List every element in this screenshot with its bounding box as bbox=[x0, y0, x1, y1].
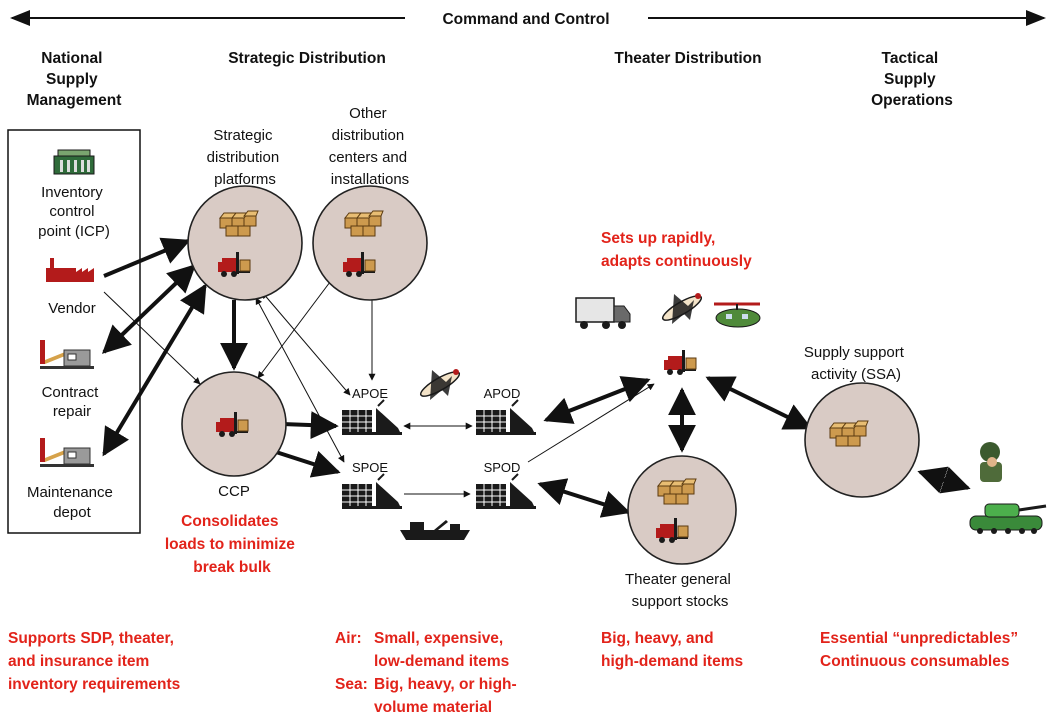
theater-stocks-label: Theater general support stocks bbox=[625, 571, 735, 610]
maintenance-depot-label: Maintenance depot bbox=[27, 484, 117, 521]
col-theater-header: Theater Distribution bbox=[614, 50, 761, 67]
command-and-control-title: Command and Control bbox=[442, 11, 609, 28]
ship-icon bbox=[400, 520, 470, 540]
spoe-label: SPOE bbox=[352, 460, 388, 475]
port-icon bbox=[475, 473, 537, 510]
footer-theater: Big, heavy, and high-demand items bbox=[601, 630, 743, 670]
ccp-label: CCP bbox=[218, 483, 250, 500]
col-tactical-header: Tactical Supply Operations bbox=[871, 50, 953, 109]
ssa-circle bbox=[804, 382, 920, 498]
port-icon bbox=[341, 473, 403, 510]
footer-national: Supports SDP, theater, and insurance ite… bbox=[8, 630, 180, 693]
airplane-icon bbox=[659, 291, 705, 325]
footer-sea-label: Sea: bbox=[335, 676, 368, 693]
airplane-icon bbox=[417, 367, 463, 401]
other-centers-circle bbox=[312, 185, 428, 301]
footer-tactical: Essential “unpredictables” Continuous co… bbox=[820, 630, 1022, 670]
truck-icon bbox=[575, 297, 631, 330]
port-icon bbox=[341, 399, 403, 436]
theater-note: Sets up rapidly, adapts continuously bbox=[601, 230, 752, 270]
col-national-header: National Supply Management bbox=[27, 50, 122, 109]
connection-lines bbox=[101, 237, 971, 518]
footer-air-text: Small, expensive, low-demand items bbox=[374, 630, 509, 670]
other-centers-label: Other distribution centers and installat… bbox=[329, 105, 412, 188]
apoe-label: APOE bbox=[352, 386, 388, 401]
col-strategic-header: Strategic Distribution bbox=[228, 50, 386, 67]
contract-repair-label: Contract repair bbox=[42, 384, 103, 420]
tank-icon bbox=[969, 503, 1047, 534]
forklift-icon bbox=[663, 349, 697, 376]
ccp-note: Consolidates loads to minimize break bul… bbox=[165, 513, 299, 576]
apod-label: APOD bbox=[484, 386, 521, 401]
theater-stocks-circle bbox=[627, 455, 737, 565]
building-icon bbox=[53, 149, 95, 175]
vendor-label: Vendor bbox=[48, 300, 96, 317]
helicopter-icon bbox=[712, 302, 762, 329]
soldier-icon bbox=[980, 442, 1002, 482]
sdp-label: Strategic distribution platforms bbox=[207, 127, 284, 188]
ssa-label: Supply support activity (SSA) bbox=[804, 344, 908, 383]
icp-label: Inventory control point (ICP) bbox=[38, 184, 110, 240]
footer-air-label: Air: bbox=[335, 630, 362, 647]
sdp-circle bbox=[187, 185, 303, 301]
spod-label: SPOD bbox=[484, 460, 521, 475]
port-icon bbox=[475, 399, 537, 436]
footer-sea-text: Big, heavy, or high- volume material bbox=[374, 676, 521, 716]
